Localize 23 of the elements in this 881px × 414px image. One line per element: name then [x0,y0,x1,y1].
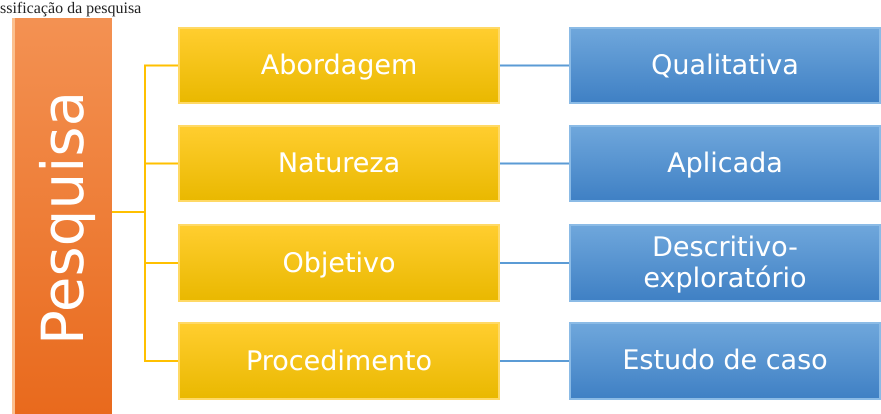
root-box [12,18,112,414]
category-box [178,27,500,104]
box-label: Estudo de caso [622,345,828,377]
box-label: Pesquisa [30,90,98,346]
category-box [178,322,500,400]
box-label: Descritivo-exploratório [642,232,808,294]
box-label: Qualitativa [651,50,799,82]
box-label: Aplicada [667,148,783,180]
category-box [178,224,500,302]
connector-line [500,64,569,66]
connector-line [500,162,569,164]
category-box [178,125,500,202]
value-box [569,224,881,302]
box-label: Procedimento [246,346,432,376]
connector-line [500,360,569,362]
connector-line [500,262,569,264]
box-label: Abordagem [260,50,418,81]
value-box [569,125,881,202]
box-label: Natureza [278,148,400,179]
value-box [569,322,881,400]
value-box [569,27,881,104]
title: ssificação da pesquisa [0,0,142,17]
box-label: Objetivo [282,248,396,278]
